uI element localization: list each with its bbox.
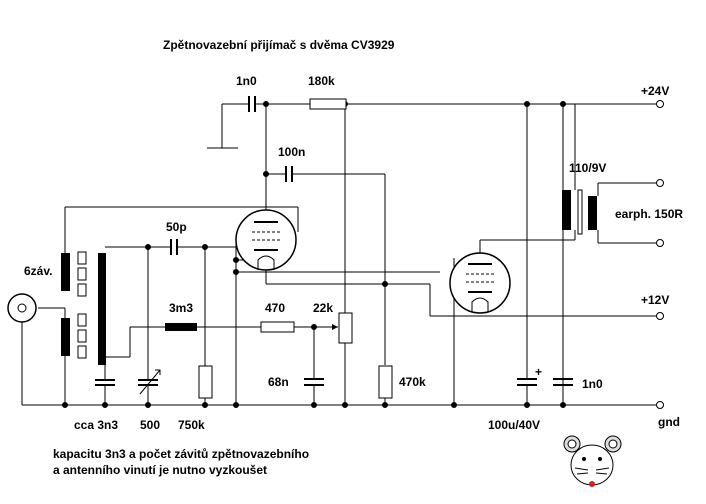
note-line-1: kapacitu 3n3 a počet závitů zpětnovazebn… xyxy=(53,447,309,461)
wires xyxy=(21,103,657,406)
label-r-180k: 180k xyxy=(308,74,335,88)
tube-v1 xyxy=(235,209,297,271)
label-c-500: 500 xyxy=(140,418,160,432)
schematic-title: Zpětnovazební přijímač s dvěma CV3929 xyxy=(163,38,395,52)
label-supply-24v: +24V xyxy=(641,84,669,98)
antenna-connector-icon xyxy=(7,293,37,323)
output-transformer xyxy=(562,189,597,235)
note-line-2: a antenního vinutí je nutno vyzkoušet xyxy=(53,463,267,477)
label-choke-3m3: 3m3 xyxy=(169,301,193,315)
label-c-1n0-right: 1n0 xyxy=(582,377,603,391)
resistor-470k xyxy=(378,365,393,399)
antenna-coil xyxy=(61,251,106,365)
mouse-logo-icon xyxy=(563,435,622,487)
capacitor-68n xyxy=(304,378,324,386)
label-plus-mark: + xyxy=(535,365,542,379)
label-r-470k: 470k xyxy=(399,375,426,389)
resistor-750k xyxy=(198,365,213,399)
tube-v2 xyxy=(449,252,511,314)
label-earphone: earph. 150R xyxy=(615,207,683,221)
capacitor-1n0-right xyxy=(553,378,573,386)
label-r-750k: 750k xyxy=(178,418,205,432)
label-gnd: gnd xyxy=(658,415,680,429)
resistor-180k xyxy=(309,98,347,110)
terminals xyxy=(656,100,664,409)
label-c-50p: 50p xyxy=(166,220,187,234)
capacitor-100n xyxy=(285,166,293,182)
label-c-3n3: cca 3n3 xyxy=(74,418,118,432)
capacitor-50p xyxy=(170,239,178,255)
choke-3m3 xyxy=(165,323,197,331)
resistor-470 xyxy=(260,321,295,333)
label-transformer: 110/9V xyxy=(569,161,606,175)
label-c-1n0-top: 1n0 xyxy=(236,74,257,88)
label-pot-22k: 22k xyxy=(313,301,333,315)
potentiometer-22k xyxy=(332,312,353,344)
capacitor-3n3 xyxy=(95,379,115,386)
variable-capacitor-500 xyxy=(138,369,161,395)
capacitor-1n0-top xyxy=(248,96,256,112)
label-coil-6zav: 6záv. xyxy=(24,264,52,278)
label-c-68n: 68n xyxy=(268,375,289,389)
label-c-100n: 100n xyxy=(278,145,305,159)
label-r-470: 470 xyxy=(265,301,285,315)
junctions xyxy=(62,101,566,408)
label-c-100u: 100u/40V xyxy=(488,418,540,432)
capacitor-100u xyxy=(517,378,537,386)
label-supply-12v: +12V xyxy=(641,293,669,307)
